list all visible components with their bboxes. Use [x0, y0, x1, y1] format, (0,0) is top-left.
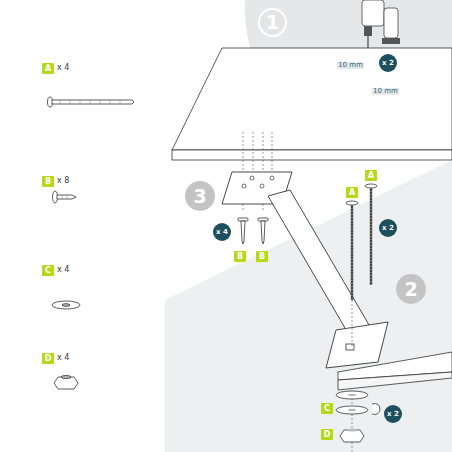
badge-text: D [324, 431, 331, 439]
badge-text: 1 [266, 13, 279, 32]
badge-text: B [45, 178, 51, 186]
step-number: 2 [396, 274, 426, 304]
part-letter-badge: A [42, 63, 54, 74]
quantity-label: x 4 [57, 266, 69, 274]
badge-text: x 2 [387, 411, 399, 418]
step-number: 1 [258, 8, 287, 37]
part-letter-badge: B [256, 251, 268, 262]
badge-text: A [45, 65, 51, 73]
badge-text: x 2 [382, 225, 394, 232]
part-letter-badge: D [321, 429, 333, 440]
badge-text: B [259, 253, 265, 261]
part-letter-badge: B [234, 251, 246, 262]
step-number: 3 [185, 181, 215, 211]
badge-text: x 4 [216, 229, 228, 236]
part-letter-badge: A [365, 170, 377, 181]
part-letter-badge: A [346, 187, 358, 198]
badge-text: 3 [193, 187, 206, 206]
badge-text: A [368, 172, 374, 180]
quantity-badge: x 4 [213, 223, 231, 241]
badge-text: A [349, 189, 355, 197]
part-letter-badge: C [321, 403, 333, 414]
quantity-label: x 4 [57, 64, 69, 72]
badge-text: 2 [404, 280, 417, 299]
badge-text: D [45, 355, 52, 363]
quantity-label: x 4 [57, 354, 69, 362]
part-letter-badge: C [42, 265, 54, 276]
dimension-label: 10 mm [372, 88, 399, 95]
part-letter-badge: D [42, 353, 54, 364]
quantity-label: x 8 [57, 177, 69, 185]
badge-text: B [237, 253, 243, 261]
dimension-label: 10 mm [337, 62, 364, 69]
badge-text: C [324, 405, 330, 413]
badge-text: C [45, 267, 51, 275]
part-letter-badge: B [42, 176, 54, 187]
quantity-badge: x 2 [379, 219, 397, 237]
badge-text: x 2 [382, 60, 394, 67]
quantity-badge: x 2 [384, 405, 402, 423]
quantity-badge: x 2 [379, 54, 397, 72]
